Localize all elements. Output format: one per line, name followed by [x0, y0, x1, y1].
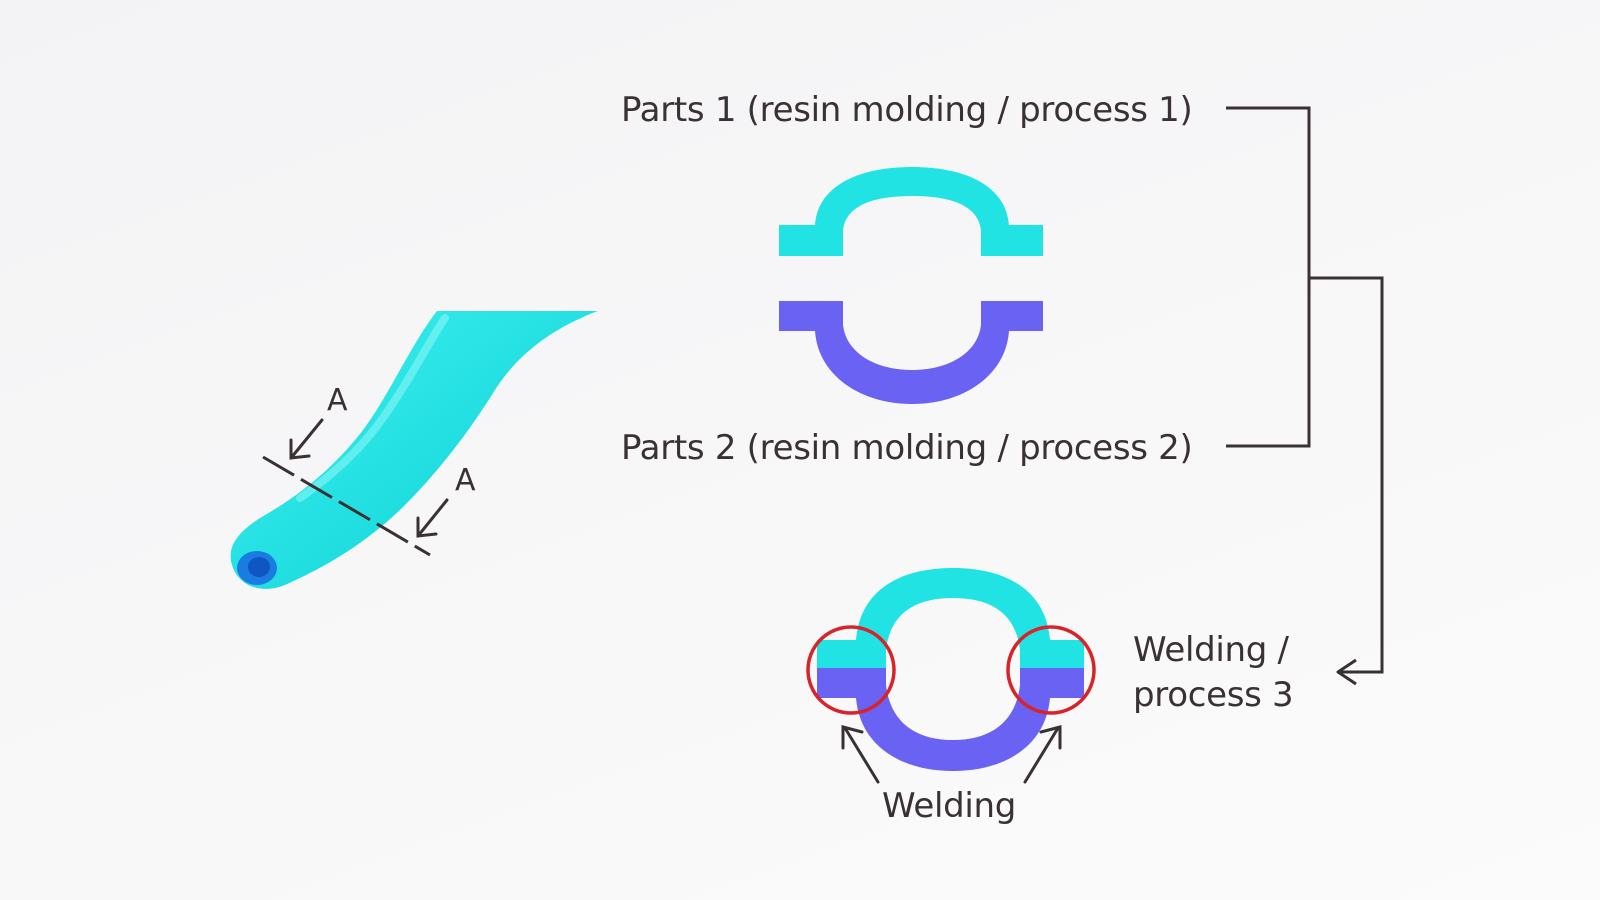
section-label-a-lower: A [455, 463, 476, 498]
section-line [262, 455, 431, 557]
tube-highlight [296, 314, 449, 502]
parts2-label: Parts 2 (resin molding / process 2) [621, 428, 1193, 468]
section-label-a-upper: A [327, 383, 348, 418]
welding-process-label-line1: Welding / [1133, 630, 1289, 670]
parts1-label: Parts 1 (resin molding / process 1) [621, 90, 1193, 130]
tube-body [230, 311, 598, 589]
section-arrow-upper [289, 418, 324, 460]
welding-arrow-left [841, 725, 880, 784]
tube-illustration [230, 311, 598, 589]
tube-opening-inner [248, 557, 270, 577]
welding-arrow-right [1023, 725, 1062, 784]
lower-half-channel-icon [779, 301, 1043, 404]
weld-circle-left [806, 625, 896, 715]
process-connector [1226, 106, 1384, 686]
welding-process-label-line2: process 3 [1133, 675, 1294, 715]
upper-half-channel-icon [779, 167, 1043, 256]
weld-circle-right [1006, 625, 1096, 715]
section-arrow-lower [416, 498, 449, 538]
welding-label: Welding [882, 786, 1017, 826]
welded-ring-icon [817, 568, 1084, 771]
